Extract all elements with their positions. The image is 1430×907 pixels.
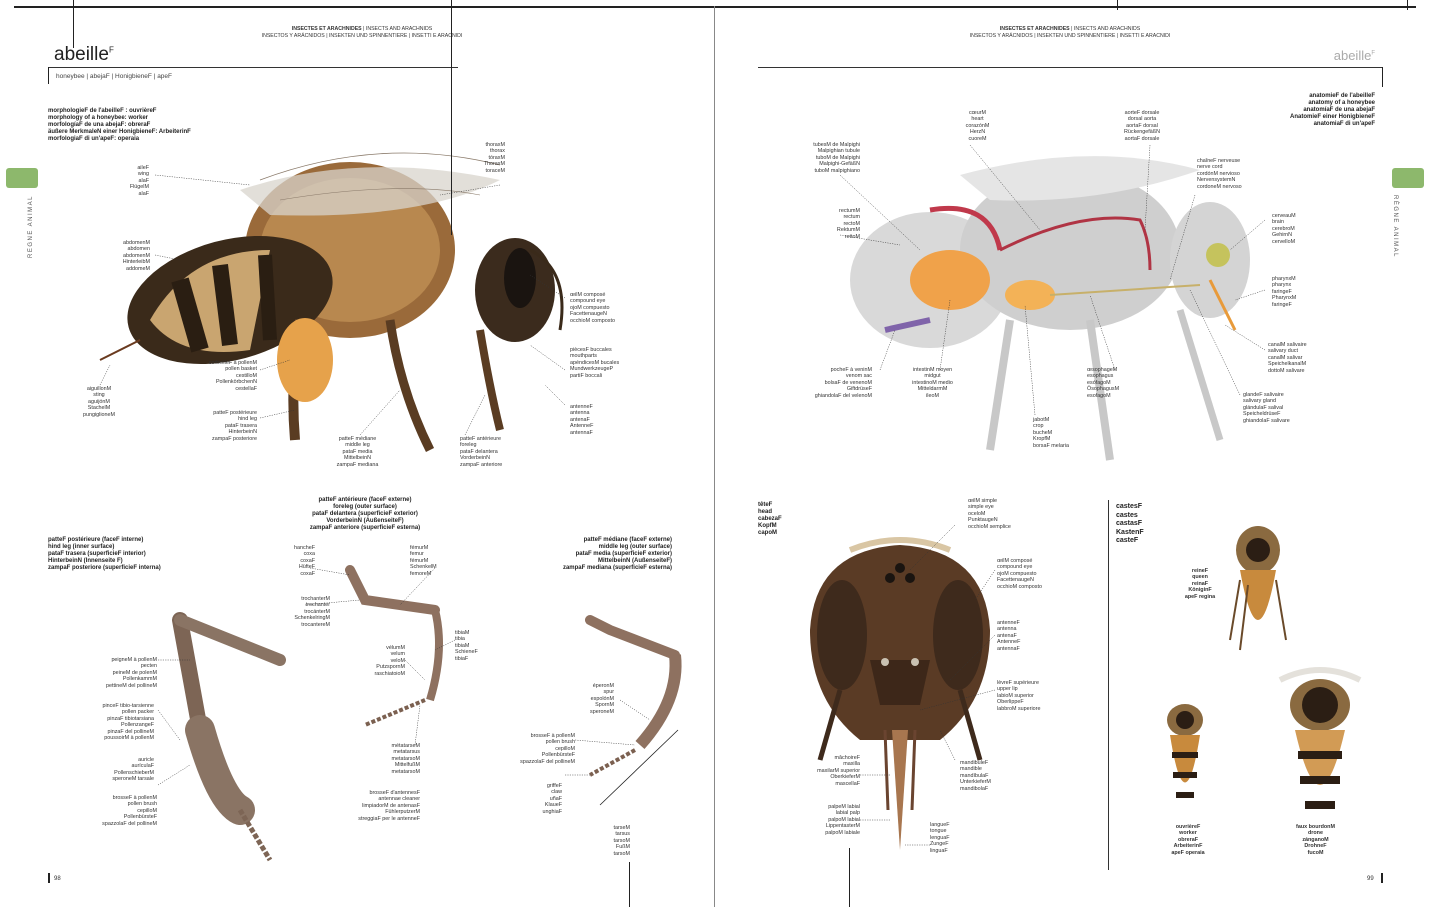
page-title-left: abeilleF [54,44,114,66]
side-label-right: RÈGNE ANIMAL [1392,195,1398,258]
callout-line-top-right-edge [1407,0,1408,10]
callout-line-labial-palp [849,848,850,907]
title-translations: honeybee | abejaF | HonigbieneF | apeF [56,73,172,80]
page-number-right: 99 [1367,876,1374,882]
page-gutter [714,6,715,907]
section-tab-left [6,168,38,188]
castes-divider [1108,500,1109,870]
page-mark-left [48,873,50,883]
section-tab-right [1392,168,1424,188]
side-label-left: RÈGNE ANIMAL [28,195,34,258]
top-border [14,6,1416,8]
callout-line-tarsus [629,862,630,907]
right-running-header: INSECTES ET ARACHNIDES | INSECTS AND ARA… [860,26,1280,39]
page-mark-right [1381,873,1383,883]
callout-line-top-left [73,0,74,48]
hind-leg-heading: patteF postérieure (faceF interne)hind l… [48,537,161,572]
foreleg-heading: patteF antérieure (faceF externe)foreleg… [300,497,430,532]
page-number-left: 98 [54,876,61,882]
title-rule-right [758,67,1383,68]
title-rule-left-tick [48,67,49,84]
callout-line-thorax [451,0,452,235]
left-running-header: INSECTES ET ARACHNIDES | INSECTS AND ARA… [152,26,572,39]
callout-line-top-right [1117,0,1118,10]
castes-illustration [1140,510,1390,870]
title-rule-right-tick [1382,67,1383,87]
title-rule-left [48,67,458,68]
page-title-right: abeilleF [1300,48,1375,63]
